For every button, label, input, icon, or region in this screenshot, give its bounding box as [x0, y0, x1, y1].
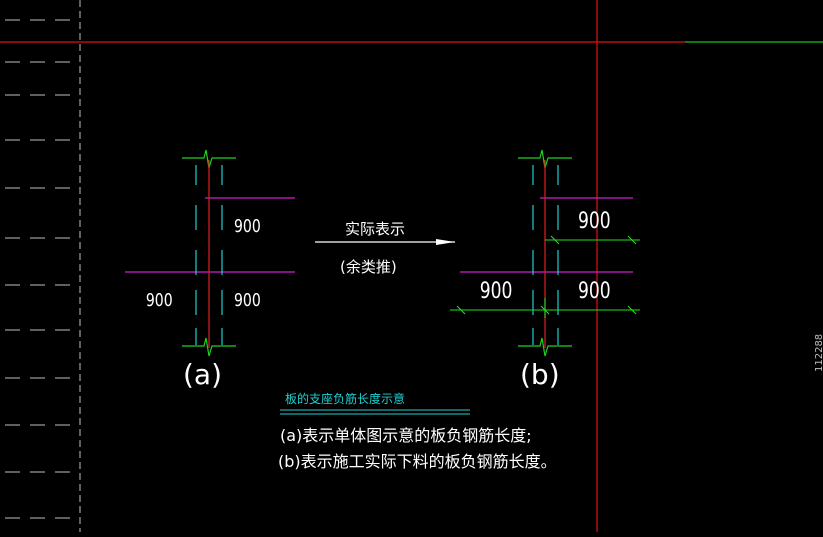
support-column: [195, 165, 223, 345]
diagram-label: (a): [183, 358, 222, 391]
notes-heading: 板的支座负筋长度示意: [285, 391, 405, 406]
left-ruler: [5, 0, 81, 532]
edge-label: 112288: [814, 334, 823, 372]
dimension-text: 900: [234, 289, 261, 310]
support-break-top: [182, 149, 236, 169]
dimension-lines: [450, 235, 640, 318]
diagram-label: (b): [520, 358, 560, 391]
dimension-text: 900: [578, 208, 611, 234]
dimension-text: 900: [578, 278, 611, 304]
notes-line-2: (b)表示施工实际下料的板负钢筋长度。: [278, 452, 557, 471]
diagram-b: 900 900 900 (b): [450, 149, 640, 391]
arrow-label-top: 实际表示: [345, 220, 405, 238]
notes-block: 板的支座负筋长度示意 (a)表示单体图示意的板负钢筋长度; (b)表示施工实际下…: [278, 391, 557, 471]
diagram-a: 900 900 900 (a): [125, 149, 295, 391]
support-break-bottom: [182, 337, 236, 357]
transform-arrow: 实际表示 (余类推): [315, 220, 455, 276]
notes-line-1: (a)表示单体图示意的板负钢筋长度;: [280, 426, 532, 445]
arrow-label-bottom: (余类推): [340, 258, 397, 276]
dimension-text: 900: [146, 289, 173, 310]
support-break-top: [518, 149, 572, 169]
support-column: [532, 165, 559, 345]
dimension-text: 900: [480, 278, 513, 304]
support-break-bottom: [518, 337, 572, 357]
dimension-text: 900: [234, 215, 261, 236]
